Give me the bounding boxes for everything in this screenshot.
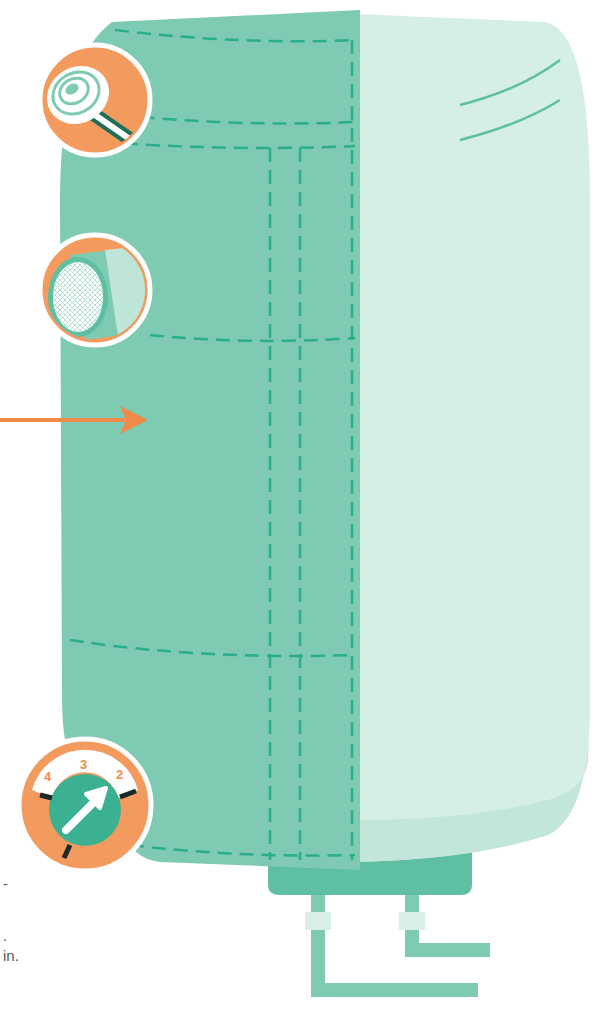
tank-body [355, 14, 590, 862]
tank-bottom-shade [355, 700, 590, 862]
dial-number: 4 [44, 770, 51, 783]
cut-off-text: - [3, 876, 8, 891]
cut-off-text: . [3, 928, 7, 943]
pointer-arrow [0, 406, 148, 434]
aerator-icon [40, 235, 160, 345]
dial-number: 3 [80, 758, 87, 771]
pipes [318, 885, 490, 990]
dial-number: 2 [116, 768, 123, 781]
pipe-nut [399, 912, 425, 930]
pipe-nut [305, 912, 331, 930]
shine-lines [460, 60, 560, 140]
cut-off-text: in. [3, 948, 19, 963]
showerhead-icon [36, 45, 160, 160]
thermostat-dial-icon [19, 739, 151, 871]
